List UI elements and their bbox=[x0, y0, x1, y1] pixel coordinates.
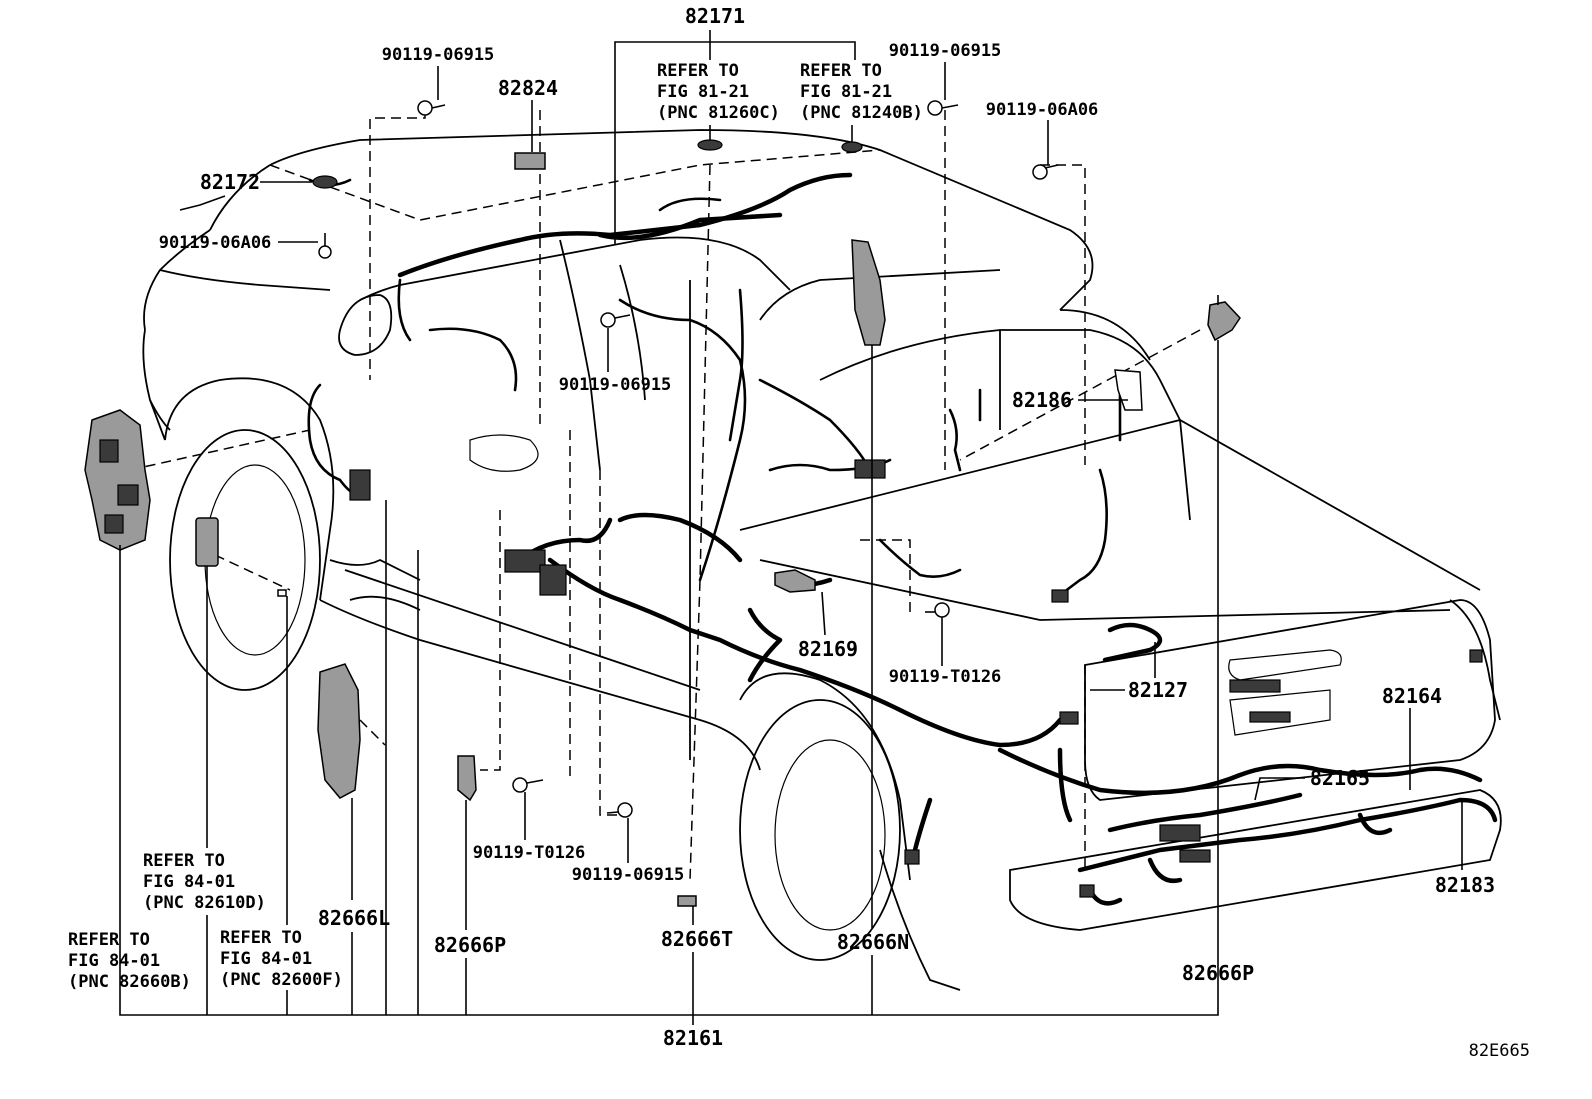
svg-text:FIG 84-01: FIG 84-01 bbox=[220, 949, 312, 969]
reference-note-81260c: REFER TO FIG 81-21 (PNC 81260C) bbox=[657, 61, 780, 123]
label-82172: 82172 bbox=[200, 170, 260, 194]
reference-note-82610d: REFER TO FIG 84-01 (PNC 82610D) bbox=[143, 851, 266, 913]
svg-text:FIG 81-21: FIG 81-21 bbox=[800, 82, 892, 102]
reference-note-82600f: REFER TO FIG 84-01 (PNC 82600F) bbox=[220, 928, 343, 990]
label-82171: 82171 bbox=[685, 4, 745, 28]
label-82666P-right: 82666P bbox=[1182, 961, 1254, 985]
svg-text:(PNC 82600F): (PNC 82600F) bbox=[220, 970, 343, 990]
svg-text:FIG 84-01: FIG 84-01 bbox=[68, 951, 160, 971]
label-90119-06A06-left: 90119-06A06 bbox=[159, 233, 272, 253]
label-90119-06915-top-left: 90119-06915 bbox=[382, 45, 495, 65]
svg-text:(PNC 81260C): (PNC 81260C) bbox=[657, 103, 780, 123]
label-90119-T0126-left: 90119-T0126 bbox=[473, 843, 586, 863]
roof-harness bbox=[397, 172, 853, 278]
relay-block bbox=[195, 517, 219, 567]
vehicle-body-outline bbox=[142, 129, 1502, 991]
bracket-82666N bbox=[851, 239, 886, 346]
bolt-icon bbox=[925, 602, 950, 618]
bolt-icon bbox=[1032, 164, 1059, 180]
leader-lines bbox=[119, 30, 1463, 1025]
svg-text:REFER TO: REFER TO bbox=[220, 928, 302, 948]
rear-harness-82164 bbox=[997, 747, 1483, 796]
bolt-icon bbox=[512, 777, 544, 793]
bumper-harness-82183 bbox=[1077, 797, 1498, 873]
label-82666L: 82666L bbox=[318, 906, 390, 930]
clip-82666T bbox=[677, 895, 697, 907]
label-90119-06A06-right: 90119-06A06 bbox=[986, 100, 1099, 120]
label-82824: 82824 bbox=[498, 76, 558, 100]
label-82127: 82127 bbox=[1128, 678, 1188, 702]
junction-block-front bbox=[84, 409, 151, 551]
roof-branch bbox=[597, 212, 783, 241]
label-82666T: 82666T bbox=[661, 927, 733, 951]
label-82169: 82169 bbox=[798, 637, 858, 661]
label-82161: 82161 bbox=[663, 1026, 723, 1050]
label-82183: 82183 bbox=[1435, 873, 1495, 897]
bolt-icon bbox=[318, 233, 332, 259]
svg-text:REFER TO: REFER TO bbox=[657, 61, 739, 81]
diagram-id: 82E665 bbox=[1469, 1041, 1530, 1061]
bracket-82666L bbox=[317, 663, 361, 799]
label-90119-06915-mid: 90119-06915 bbox=[559, 375, 672, 395]
svg-text:(PNC 82660B): (PNC 82660B) bbox=[68, 972, 191, 992]
bolt-icon bbox=[600, 312, 631, 328]
label-82165: 82165 bbox=[1310, 766, 1370, 790]
wire-harness-group bbox=[307, 172, 1498, 906]
components-group bbox=[84, 100, 1483, 907]
label-90119-T0126-right: 90119-T0126 bbox=[889, 667, 1002, 687]
bolt-icon bbox=[927, 100, 959, 116]
connector-82666P-left bbox=[457, 755, 477, 802]
svg-text:REFER TO: REFER TO bbox=[143, 851, 225, 871]
svg-text:(PNC 81240B): (PNC 81240B) bbox=[800, 103, 923, 123]
label-82164: 82164 bbox=[1382, 684, 1442, 708]
connector-82666P-right bbox=[1207, 301, 1241, 342]
floor-harness-main bbox=[547, 557, 1063, 748]
bolt-icon bbox=[606, 802, 633, 818]
label-82666P-left: 82666P bbox=[434, 933, 506, 957]
rear-harness-82165 bbox=[1107, 792, 1303, 833]
svg-text:FIG 81-21: FIG 81-21 bbox=[657, 82, 749, 102]
label-82186: 82186 bbox=[1012, 388, 1072, 412]
dashed-reference-lines bbox=[129, 110, 1201, 881]
label-90119-06915-top-right: 90119-06915 bbox=[889, 41, 1002, 61]
rear-harness-82127 bbox=[1102, 622, 1163, 663]
reference-note-81240b: REFER TO FIG 81-21 (PNC 81240B) bbox=[800, 61, 923, 123]
svg-text:REFER TO: REFER TO bbox=[68, 930, 150, 950]
svg-text:FIG 84-01: FIG 84-01 bbox=[143, 872, 235, 892]
svg-text:(PNC 82610D): (PNC 82610D) bbox=[143, 893, 266, 913]
label-82666N: 82666N bbox=[837, 930, 909, 954]
connector-82824 bbox=[514, 152, 546, 170]
callout-labels: 82171 90119-06915 82824 90119-06915 9011… bbox=[159, 4, 1530, 1061]
label-90119-06915-bottom: 90119-06915 bbox=[572, 865, 685, 885]
bolt-icon bbox=[417, 100, 446, 116]
reference-note-82660b: REFER TO FIG 84-01 (PNC 82660B) bbox=[68, 930, 191, 992]
connector-82169 bbox=[774, 569, 816, 593]
svg-text:REFER TO: REFER TO bbox=[800, 61, 882, 81]
